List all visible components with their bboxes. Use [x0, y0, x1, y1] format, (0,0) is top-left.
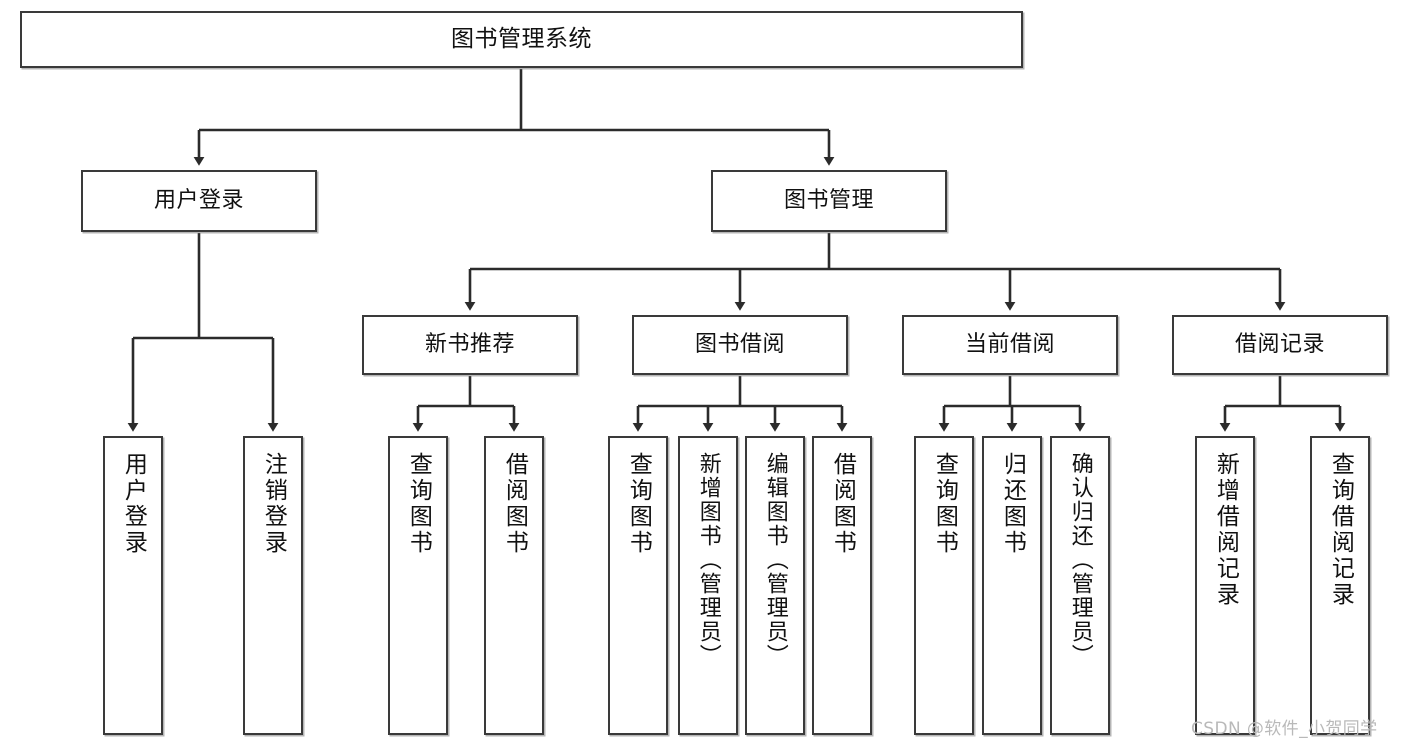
node-label: 图书管理系统	[451, 25, 592, 52]
node-label: 查询图书	[625, 452, 652, 556]
leaf-query-book-borrow[interactable]: 查询图书	[608, 436, 668, 735]
leaf-user-logout[interactable]: 注销登录	[243, 436, 303, 735]
node-label: 借阅图书	[829, 452, 856, 556]
leaf-user-login[interactable]: 用户登录	[103, 436, 163, 735]
node-label: 查询图书	[931, 452, 958, 556]
leaf-borrow-book-recommend[interactable]: 借阅图书	[484, 436, 544, 735]
node-root-book-management-system[interactable]: 图书管理系统	[20, 11, 1023, 68]
leaf-confirm-return-admin[interactable]: 确认归还（管理员）	[1050, 436, 1110, 735]
leaf-query-book-recommend[interactable]: 查询图书	[388, 436, 448, 735]
node-label: 图书借阅	[694, 332, 785, 358]
node-book-borrow[interactable]: 图书借阅	[632, 315, 848, 375]
node-label: 新书推荐	[424, 332, 515, 358]
node-user-login[interactable]: 用户登录	[81, 170, 317, 232]
node-label: 用户登录	[153, 188, 244, 214]
node-label: 借阅记录	[1234, 332, 1325, 358]
node-label: 当前借阅	[964, 332, 1055, 358]
node-label: 查询借阅记录	[1327, 452, 1354, 608]
node-label: 注销登录	[260, 452, 287, 556]
node-label: 新增图书（管理员）	[695, 452, 721, 668]
node-label: 图书管理	[783, 188, 874, 214]
leaf-add-book-admin[interactable]: 新增图书（管理员）	[678, 436, 738, 735]
node-label: 编辑图书（管理员）	[762, 452, 788, 668]
node-label: 查询图书	[405, 452, 432, 556]
leaf-query-borrow-record[interactable]: 查询借阅记录	[1310, 436, 1370, 735]
node-label: 借阅图书	[501, 452, 528, 556]
leaf-edit-book-admin[interactable]: 编辑图书（管理员）	[745, 436, 805, 735]
node-new-book-recommend[interactable]: 新书推荐	[362, 315, 578, 375]
leaf-borrow-book[interactable]: 借阅图书	[812, 436, 872, 735]
leaf-return-book[interactable]: 归还图书	[982, 436, 1042, 735]
node-label: 新增借阅记录	[1212, 452, 1239, 608]
node-book-management[interactable]: 图书管理	[711, 170, 947, 232]
node-label: 确认归还（管理员）	[1067, 452, 1093, 668]
node-current-borrow[interactable]: 当前借阅	[902, 315, 1118, 375]
node-label: 归还图书	[999, 452, 1026, 556]
node-label: 用户登录	[120, 452, 147, 556]
node-borrow-record[interactable]: 借阅记录	[1172, 315, 1388, 375]
csdn-watermark: CSDN @软件_小贺同学	[1191, 719, 1378, 739]
leaf-query-book-current[interactable]: 查询图书	[914, 436, 974, 735]
leaf-add-borrow-record[interactable]: 新增借阅记录	[1195, 436, 1255, 735]
